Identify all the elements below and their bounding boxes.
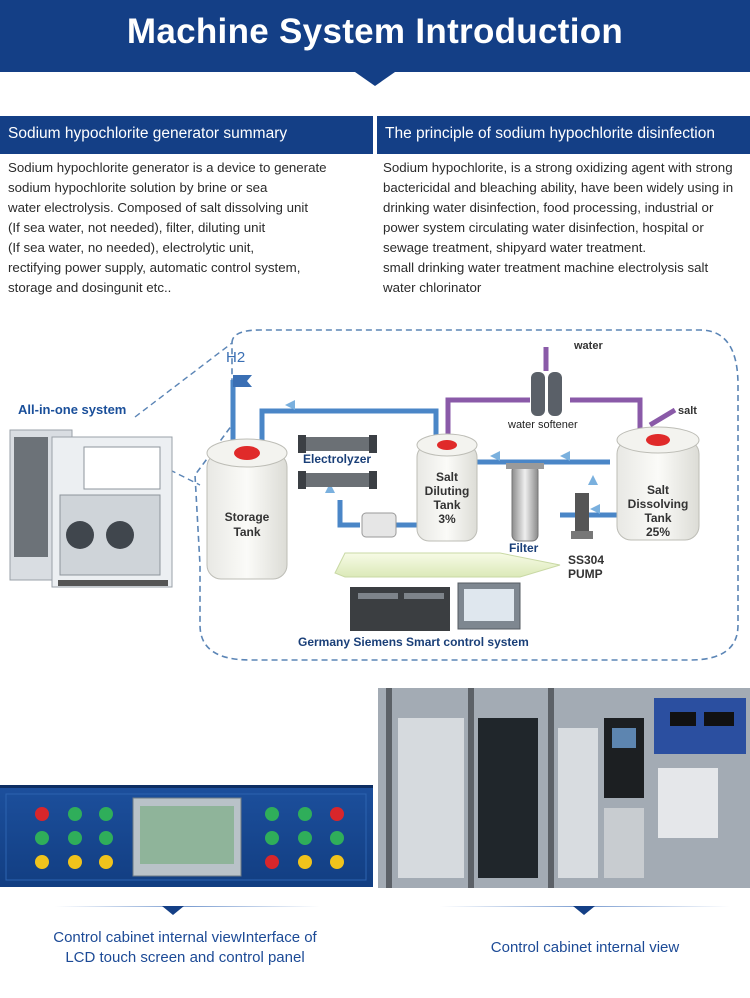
- summary-line: (If sea water, not needed), filter, dilu…: [8, 220, 266, 235]
- banner-notch: [355, 72, 395, 86]
- plc-controller: [350, 587, 450, 631]
- summary-divider: [0, 152, 373, 154]
- summary-line: sodium hypochlorite solution by brine or…: [8, 180, 268, 195]
- water-label: water: [574, 340, 603, 352]
- principle-line: sewage treatment, shipyard water treatme…: [383, 240, 647, 255]
- dissolving-tank: [616, 426, 700, 541]
- principle-line: Sodium hypochlorite, is a strong oxidizi…: [383, 160, 733, 175]
- water-softener-label: water softener: [508, 419, 578, 431]
- callout-line: [134, 342, 233, 418]
- pipe-electrolyzer-storage: [259, 408, 439, 455]
- process-diagram: All-in-one system H2 water salt water so…: [0, 325, 750, 670]
- principle-line: bactericidal and bleaching ability, have…: [383, 180, 734, 195]
- hmi-screen: [457, 582, 521, 630]
- all-in-one-label: All-in-one system: [18, 402, 127, 417]
- summary-line: storage and dosingunit etc..: [8, 280, 172, 295]
- principle-heading: The principle of sodium hypochlorite dis…: [377, 116, 750, 152]
- principle-line: small drinking water treatment machine e…: [383, 260, 709, 275]
- caption-divider-left: [55, 906, 320, 907]
- caption-right: Control cabinet internal view: [490, 939, 680, 956]
- pipe-electrolyzer-pump: [337, 500, 360, 528]
- summary-line: rectifying power supply, automatic contr…: [8, 260, 301, 275]
- salt-label: salt: [678, 405, 697, 417]
- h2-flag: [233, 375, 252, 387]
- system-boundary: [194, 329, 739, 661]
- callout-line: [169, 469, 201, 486]
- principle-text: Sodium hypochlorite, is a strong oxidizi…: [383, 158, 748, 298]
- summary-line: (If sea water, no needed), electrolytic …: [8, 240, 255, 255]
- machine-illustration: [9, 429, 173, 588]
- cabinet-graphic: [378, 688, 750, 888]
- pipe-softener-dissolve: [570, 397, 643, 435]
- storage-tank: [206, 438, 288, 580]
- indicator-lamps: [35, 807, 344, 869]
- principle-divider: [377, 152, 750, 154]
- process-diagram-graphic: [9, 329, 739, 661]
- cabinet-photo: [378, 688, 750, 888]
- caption-pointer-right: [573, 906, 595, 915]
- principle-line: power system circulating water disinfect…: [383, 220, 704, 235]
- control-panel-graphic: [5, 793, 367, 881]
- control-panel-photo: [0, 785, 373, 887]
- principle-line: water chlorinator: [383, 280, 482, 295]
- page-title: Machine System Introduction: [126, 12, 624, 51]
- h2-label: H2: [226, 349, 246, 366]
- pipe-salt: [648, 407, 677, 428]
- header-banner: Machine System Introduction: [0, 0, 750, 72]
- electrolyzer-label: Electrolyzer: [303, 452, 372, 466]
- summary-line: Sodium hypochlorite generator is a devic…: [8, 160, 327, 175]
- filter-label: Filter: [509, 541, 539, 555]
- filter: [506, 463, 544, 542]
- caption-pointer-left: [162, 906, 184, 915]
- summary-line: water electrolysis. Composed of salt dis…: [8, 200, 309, 215]
- electrolyzer: [298, 435, 377, 489]
- caption-left: Control cabinet internal viewInterface o…: [53, 929, 317, 966]
- ss304-pump: [571, 493, 593, 539]
- principle-line: drinking water disinfection, food proces…: [383, 200, 714, 215]
- pipe-softener-dilute: [445, 397, 530, 435]
- water-softener: [531, 372, 562, 416]
- summary-text: Sodium hypochlorite generator is a devic…: [8, 158, 370, 298]
- summary-heading: Sodium hypochlorite generator summary: [0, 116, 373, 152]
- diluting-tank: [416, 433, 478, 542]
- control-system-label: Germany Siemens Smart control system: [298, 635, 529, 649]
- dosing-pump: [361, 512, 397, 538]
- control-arrow: [334, 552, 561, 578]
